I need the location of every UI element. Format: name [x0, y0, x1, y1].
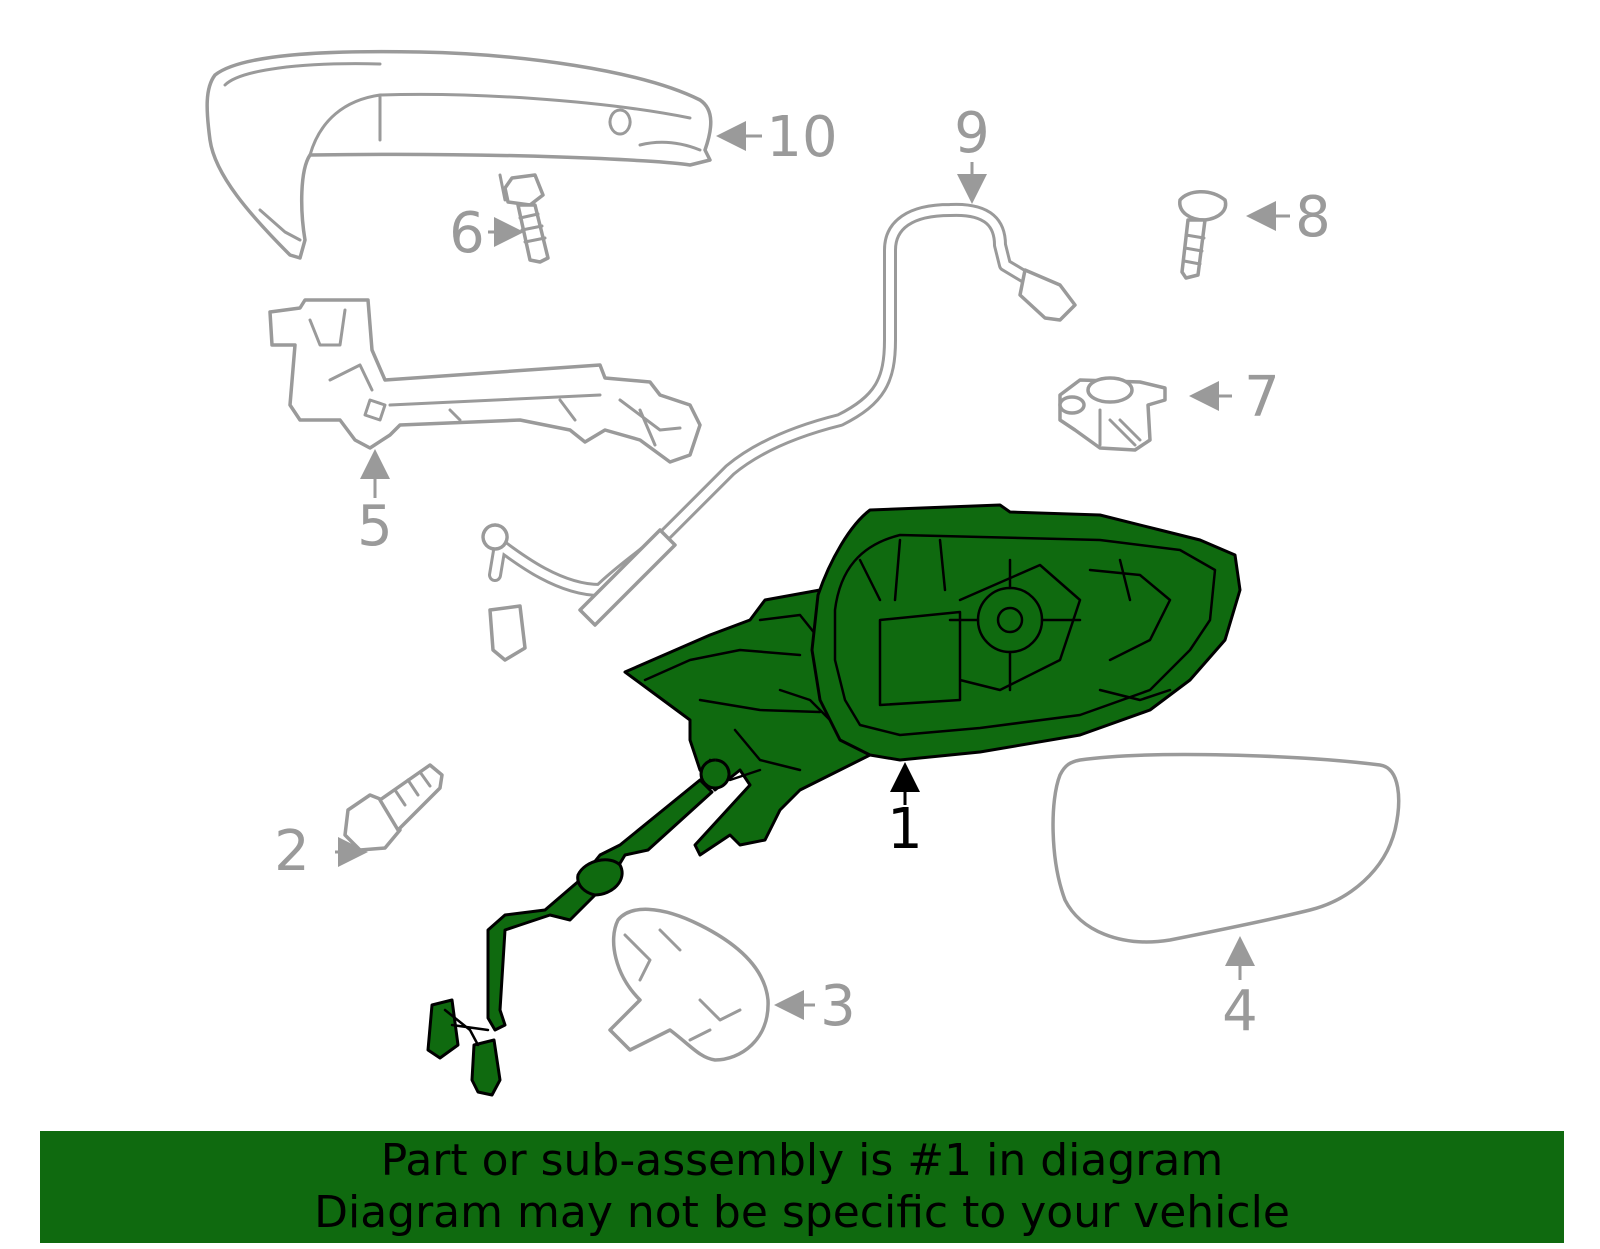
callout-7: 7: [1189, 365, 1280, 430]
callout-10: 10: [716, 105, 838, 170]
part-7-bracket[interactable]: [1058, 376, 1167, 452]
part-2-bolt[interactable]: [343, 763, 444, 852]
callout-4-label: 4: [1222, 979, 1258, 1044]
callout-8: 8: [1246, 185, 1331, 250]
callout-3: 3: [774, 974, 856, 1039]
part-4-mirror-glass[interactable]: [1051, 752, 1401, 944]
callout-6-label: 6: [449, 201, 485, 266]
callout-5-label: 5: [357, 494, 393, 559]
callout-10-label: 10: [766, 105, 837, 170]
callout-1: 1: [887, 762, 923, 862]
callout-9: 9: [954, 101, 990, 204]
callout-8-label: 8: [1295, 185, 1331, 250]
banner-line-2: Diagram may not be specific to your vehi…: [314, 1187, 1290, 1238]
callout-3-label: 3: [820, 974, 856, 1039]
callout-6: 6: [449, 201, 524, 266]
part-5-bracket[interactable]: [268, 298, 702, 464]
part-10-mirror-cover[interactable]: [205, 49, 713, 260]
callout-2-label: 2: [274, 819, 310, 884]
part-8-screw[interactable]: [1178, 190, 1228, 280]
callout-1-label: 1: [887, 797, 923, 862]
highlight-notice-banner: Part or sub-assembly is #1 in diagram Di…: [40, 1131, 1564, 1243]
callout-9-label: 9: [954, 101, 990, 166]
banner-line-1: Part or sub-assembly is #1 in diagram: [380, 1135, 1224, 1186]
part-3-bracket[interactable]: [608, 907, 770, 1062]
part-1-mirror-assembly[interactable]: [426, 503, 1242, 1097]
part-6-screw[interactable]: [503, 173, 550, 264]
callout-4: 4: [1222, 936, 1258, 1044]
part-9-cable[interactable]: [481, 202, 1077, 662]
callout-5: 5: [357, 449, 393, 559]
callout-7-label: 7: [1244, 365, 1280, 430]
callout-2: 2: [274, 819, 368, 884]
